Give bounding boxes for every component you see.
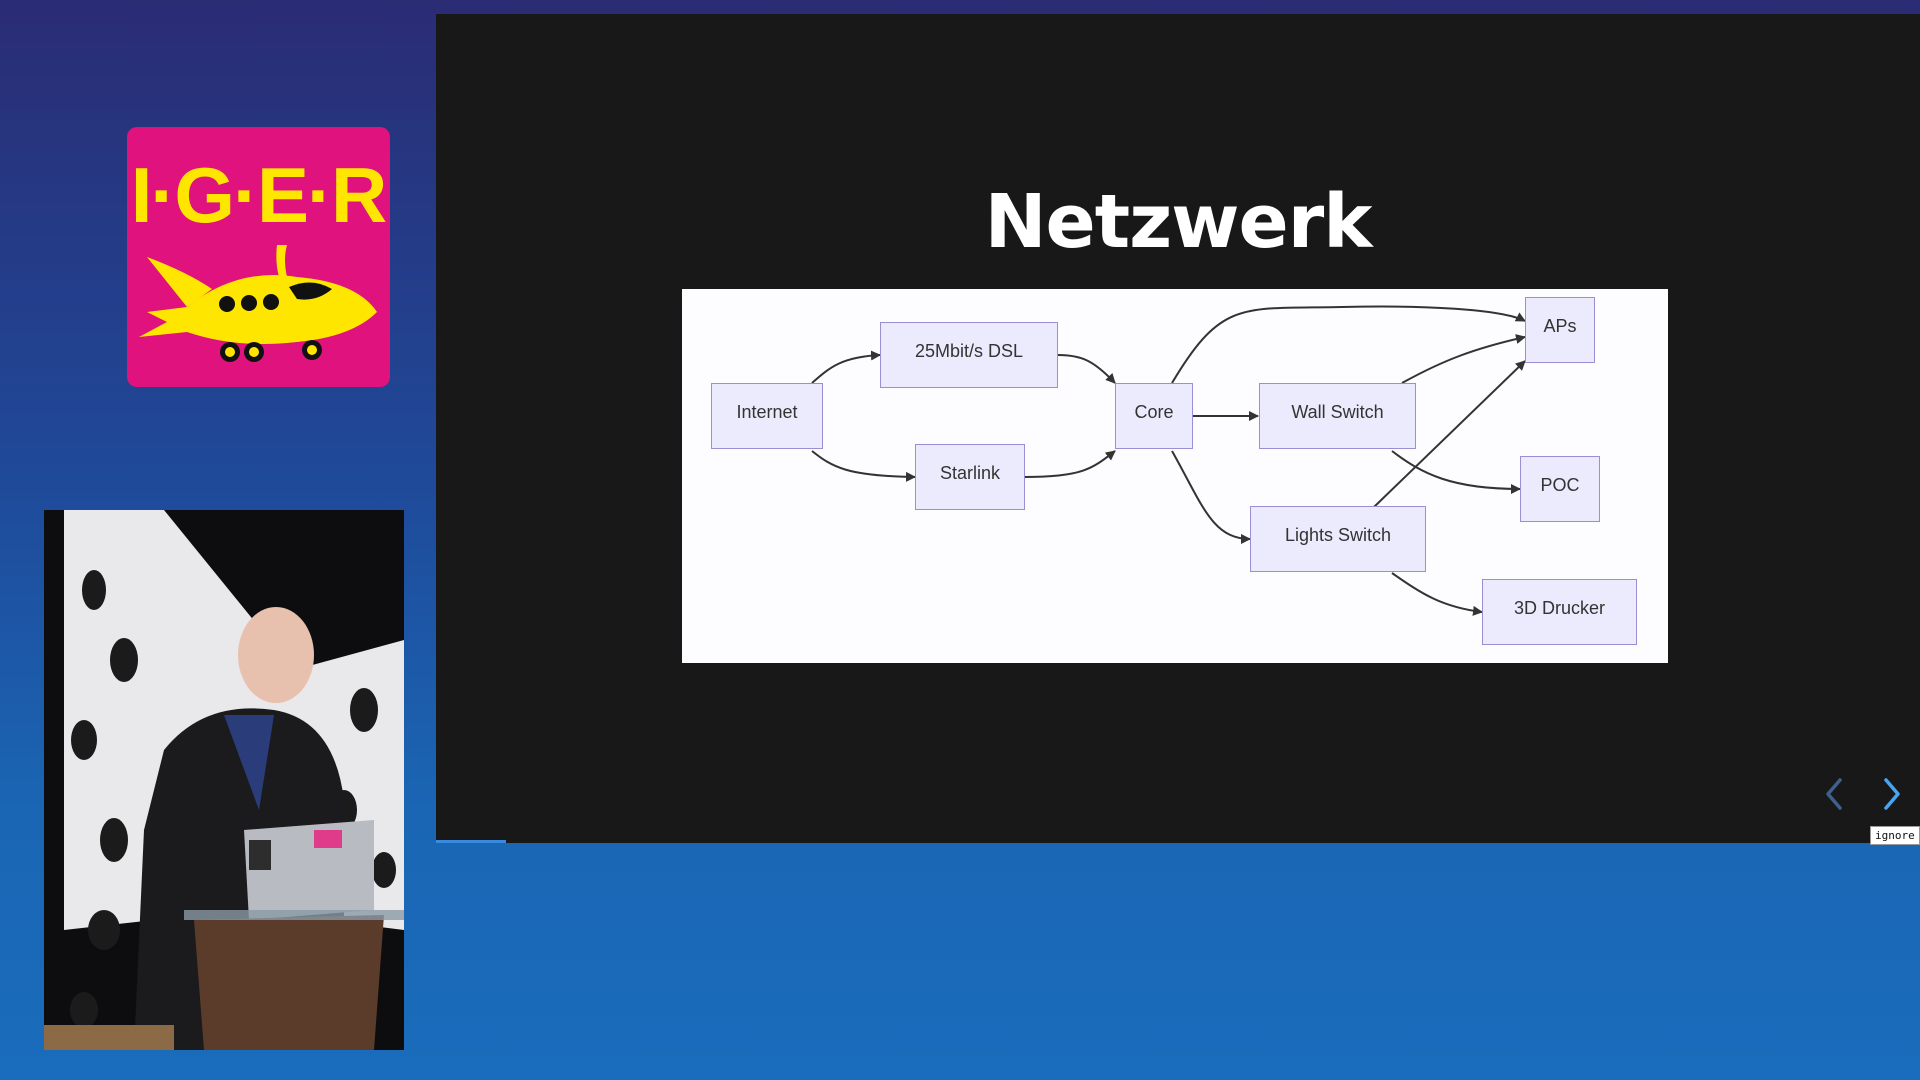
edge-dsl-core xyxy=(1057,354,1116,384)
node-dsl: 25Mbit/s DSL xyxy=(880,322,1058,388)
next-slide-button[interactable] xyxy=(1874,774,1910,814)
speaker-video-feed xyxy=(44,510,404,1050)
edge-internet-dsl xyxy=(811,350,881,384)
diagram-edges xyxy=(811,305,1526,616)
node-core: Core xyxy=(1115,383,1193,449)
node-3d-drucker: 3D Drucker xyxy=(1482,579,1637,645)
edge-lightsswitch-aps xyxy=(1373,360,1526,508)
previous-slide-button[interactable] xyxy=(1816,774,1852,814)
edge-wallswitch-poc xyxy=(1391,450,1521,494)
node-lights-switch: Lights Switch xyxy=(1250,506,1426,572)
edge-wallswitch-aps xyxy=(1401,334,1526,384)
chevron-right-icon xyxy=(1884,778,1900,810)
node-poc: POC xyxy=(1520,456,1600,522)
logo-text: I·G·E·R xyxy=(131,151,386,239)
chevron-left-icon xyxy=(1826,778,1842,810)
network-diagram: Internet 25Mbit/s DSL Starlink Core Wall… xyxy=(682,289,1668,663)
slide-progress-bar xyxy=(436,840,506,843)
speaker-image xyxy=(44,510,404,1050)
conference-logo: I·G·E·R xyxy=(127,127,390,387)
node-aps: APs xyxy=(1525,297,1595,363)
slide-title: Netzwerk xyxy=(984,179,1373,265)
node-starlink: Starlink xyxy=(915,444,1025,510)
presentation-slide: Netzwerk Internet 25M xyxy=(436,14,1920,843)
edge-core-aps xyxy=(1171,305,1526,384)
edge-starlink-core xyxy=(1023,450,1116,478)
ignore-badge: ignore xyxy=(1870,826,1920,845)
rocket-logo-graphic: I·G·E·R xyxy=(131,151,388,362)
edge-internet-starlink xyxy=(811,450,916,482)
edge-core-lightsswitch xyxy=(1171,450,1251,544)
node-wall-switch: Wall Switch xyxy=(1259,383,1416,449)
edge-lightsswitch-drucker xyxy=(1391,572,1483,616)
node-internet: Internet xyxy=(711,383,823,449)
